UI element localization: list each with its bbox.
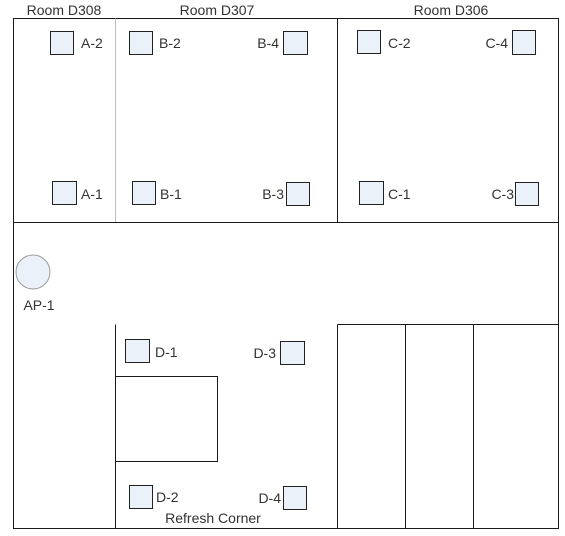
node-d-1-box[interactable] — [125, 339, 150, 363]
access-point-ap-1[interactable] — [15, 254, 51, 290]
walls — [13, 18, 559, 529]
node-c-3-box[interactable] — [515, 182, 539, 206]
refresh-table — [115, 376, 218, 462]
node-d-3-box[interactable] — [280, 341, 305, 365]
node-a-1-label: A-1 — [81, 186, 103, 202]
node-d-4-box[interactable] — [283, 486, 307, 510]
node-b-4-box[interactable] — [283, 31, 308, 55]
node-d-2-label: D-2 — [156, 489, 179, 505]
node-d-3-label: D-3 — [253, 345, 276, 361]
node-c-2-label: C-2 — [388, 35, 411, 51]
node-b-4-label: B-4 — [257, 35, 279, 51]
node-b-2-box[interactable] — [129, 31, 153, 55]
refresh-corner-label: Refresh Corner — [165, 510, 261, 526]
node-b-3-box[interactable] — [286, 182, 310, 206]
node-c-4-box[interactable] — [512, 30, 536, 55]
node-c-4-label: C-4 — [485, 35, 508, 51]
room-label-d306: Room D306 — [414, 2, 489, 18]
node-c-1-box[interactable] — [359, 181, 384, 205]
node-d-1-label: D-1 — [155, 344, 178, 360]
node-a-1-box[interactable] — [52, 181, 77, 205]
room-label-d307: Room D307 — [180, 2, 255, 18]
access-point-label: AP-1 — [23, 297, 54, 313]
node-c-2-box[interactable] — [357, 30, 381, 54]
outer-wall — [13, 18, 559, 529]
node-a-2-box[interactable] — [50, 31, 74, 55]
node-a-2-label: A-2 — [81, 35, 103, 51]
node-b-1-box[interactable] — [132, 181, 156, 205]
node-b-2-label: B-2 — [159, 35, 181, 51]
node-group: A-2 A-1 B-2 B-4 B-1 B-3 C-2 C-4 C-1 C-3 … — [50, 30, 539, 510]
node-c-3-label: C-3 — [491, 186, 514, 202]
node-d-2-box[interactable] — [129, 485, 153, 509]
node-b-1-label: B-1 — [160, 186, 182, 202]
node-c-1-label: C-1 — [388, 186, 411, 202]
node-d-4-label: D-4 — [258, 490, 281, 506]
room-label-d308: Room D308 — [27, 2, 102, 18]
node-b-3-label: B-3 — [262, 186, 284, 202]
